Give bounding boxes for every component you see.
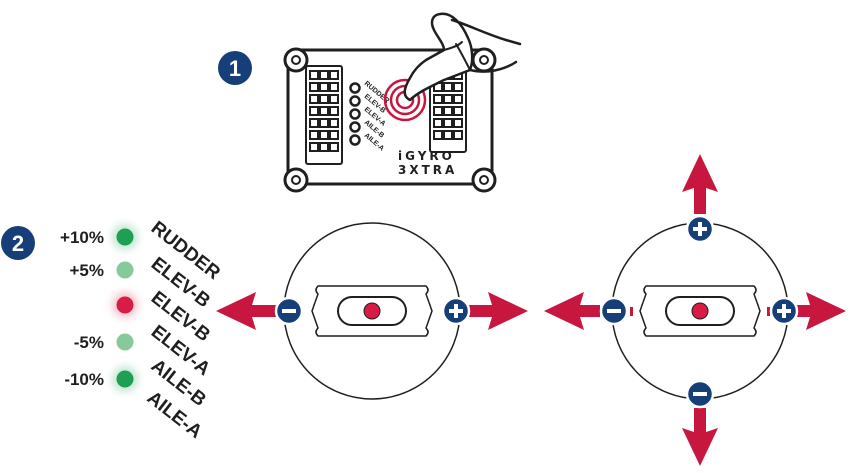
minus-icon[interactable]	[274, 296, 304, 326]
minus-icon[interactable]	[685, 379, 715, 409]
step-1-number: 1	[229, 56, 241, 81]
pointing-hand-icon	[403, 12, 522, 102]
plus-icon[interactable]	[441, 296, 471, 326]
mounting-ear	[471, 47, 497, 73]
arrow-icon	[796, 292, 846, 330]
gimbal-horizontal	[216, 222, 528, 400]
gimbal-four-way	[544, 154, 846, 466]
mounting-ear	[283, 47, 309, 73]
led-legend: +10% RUDDER +5% ELEV-B ELEV-B -5% ELEV-A…	[60, 217, 224, 443]
arrow-icon	[682, 408, 718, 466]
arrow-icon	[682, 154, 718, 214]
stick-position-dot[interactable]	[691, 302, 709, 320]
arrow-icon	[216, 292, 282, 330]
arrow-icon	[544, 292, 600, 330]
led-indicator	[116, 333, 134, 351]
arrow-icon	[462, 292, 528, 330]
led-percent: -10%	[64, 370, 104, 389]
step-2-number: 2	[12, 231, 24, 256]
mounting-ear	[283, 167, 309, 193]
led-indicator	[116, 370, 134, 388]
logo-line-1: iGYRO	[398, 149, 455, 163]
stick-position-dot[interactable]	[363, 302, 381, 320]
plus-icon[interactable]	[769, 296, 799, 326]
minus-icon[interactable]	[599, 296, 629, 326]
device-logo: iGYRO 3XTRA	[398, 149, 457, 177]
led-indicator	[116, 228, 134, 246]
tick-mark	[630, 307, 633, 316]
plus-icon[interactable]	[685, 214, 715, 244]
led-percent: -5%	[74, 333, 104, 352]
led-indicator	[116, 296, 134, 314]
left-pin-header	[305, 65, 343, 165]
led-percent: +10%	[60, 228, 104, 247]
led-indicator	[116, 261, 134, 279]
device-led-column	[349, 82, 361, 146]
tick-mark	[767, 307, 770, 316]
step-1-badge: 1	[218, 51, 252, 85]
mounting-ear	[471, 167, 497, 193]
logo-line-2: 3XTRA	[398, 163, 457, 177]
led-percent: +5%	[70, 261, 105, 280]
step-2-badge: 2	[1, 226, 35, 260]
